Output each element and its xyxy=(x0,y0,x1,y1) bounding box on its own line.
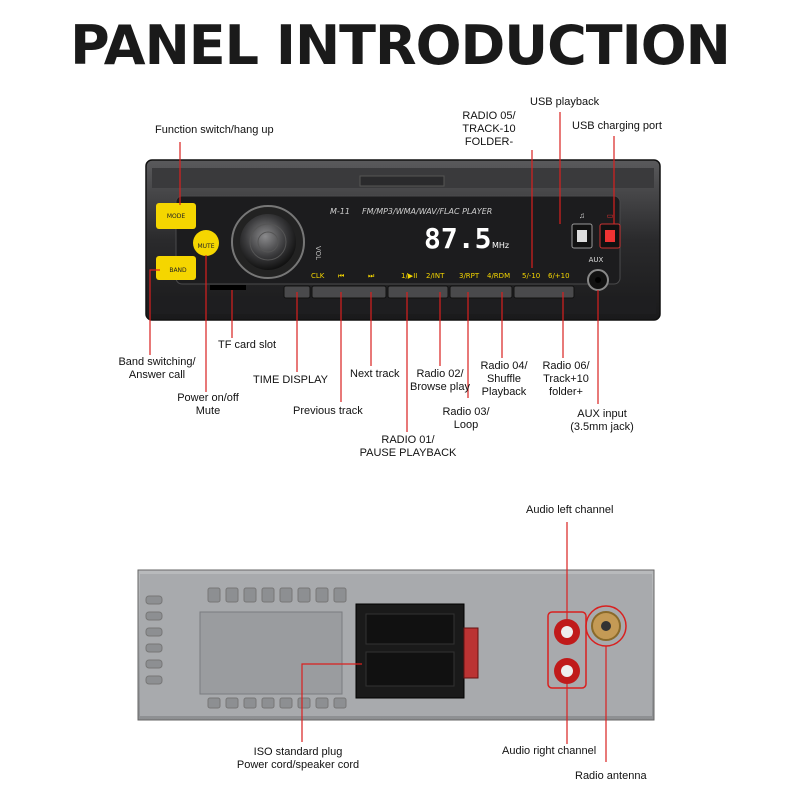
mute-label: MUTE xyxy=(197,243,214,250)
b1-label: 1/▶II xyxy=(401,272,417,280)
button-5-6[interactable] xyxy=(513,285,575,299)
iso-connector[interactable] xyxy=(355,603,479,699)
antenna-jack[interactable] xyxy=(591,611,621,641)
audio-left-label: Audio left channel xyxy=(526,504,614,516)
band-button[interactable]: BAND xyxy=(156,256,196,280)
audio-right-jack[interactable] xyxy=(554,658,580,684)
music-note-icon: ♫ xyxy=(579,211,585,220)
aux-input-label: AUX input (3.5mm jack) xyxy=(564,408,640,434)
b6-label: 6/+10 xyxy=(548,272,570,280)
tf-card-slot[interactable] xyxy=(210,285,246,290)
band-label: BAND xyxy=(169,267,187,274)
function-switch-label: Function switch/hang up xyxy=(155,124,274,136)
iso-plug-label: ISO standard plug Power cord/speaker cor… xyxy=(228,746,368,772)
radio05-line1: RADIO 05/ xyxy=(462,110,516,122)
usb-charging-label: USB charging port xyxy=(572,120,662,132)
band-line1: Band switching/ xyxy=(118,356,196,368)
power-label: Power on/off Mute xyxy=(168,392,248,418)
button-3-4[interactable] xyxy=(449,285,513,299)
usb-playback-port[interactable] xyxy=(571,223,593,249)
radio04-line1: Radio 04/ xyxy=(480,360,528,372)
radio06-line3: folder+ xyxy=(549,386,583,398)
radio01-line1: RADIO 01/ xyxy=(381,434,435,446)
radio03-line2: Loop xyxy=(453,419,479,431)
radio02-line1: Radio 02/ xyxy=(416,368,464,380)
radio05-line2: TRACK-10 xyxy=(462,123,516,135)
b2-label: 2/INT xyxy=(426,272,445,280)
aux-line1: AUX input xyxy=(577,408,627,420)
battery-icon: ▭ xyxy=(607,213,614,220)
tf-card-label: TF card slot xyxy=(218,339,277,351)
time-display-label: TIME DISPLAY xyxy=(253,374,328,386)
radio06-line2: Track+10 xyxy=(543,373,589,385)
player-text: FM/MP3/WMA/WAV/FLAC PLAYER xyxy=(362,207,492,216)
power-mute-button[interactable]: MUTE xyxy=(193,230,219,256)
power-line1: Power on/off xyxy=(177,392,239,404)
iso-line2: Power cord/speaker cord xyxy=(236,759,360,771)
radio04-line3: Playback xyxy=(481,386,527,398)
b4-label: 4/RDM xyxy=(487,272,510,280)
aux-label: AUX xyxy=(589,256,604,264)
usb-playback-label: USB playback xyxy=(530,96,600,108)
model-text: M-11 xyxy=(330,207,350,216)
button-1-2[interactable] xyxy=(387,285,449,299)
mode-label: MODE xyxy=(167,213,186,220)
audio-right-label: Audio right channel xyxy=(502,745,597,757)
volume-knob[interactable] xyxy=(231,205,305,279)
band-line2: Answer call xyxy=(128,369,186,381)
clk-label: CLK xyxy=(311,272,325,280)
band-switch-label: Band switching/ Answer call xyxy=(112,356,202,382)
radio05-line3: FOLDER- xyxy=(464,136,514,148)
previous-track-label: Previous track xyxy=(293,405,363,417)
radio02-line2: Browse play xyxy=(410,381,470,393)
lcd-frequency: 87.5 xyxy=(424,222,491,255)
prev-next-button[interactable] xyxy=(311,285,387,299)
next-label: ⏭ xyxy=(368,272,375,280)
next-track-label: Next track xyxy=(350,368,400,380)
iso-line1: ISO standard plug xyxy=(253,746,343,758)
radio06-line1: Radio 06/ xyxy=(542,360,590,372)
radio03-line1: Radio 03/ xyxy=(442,406,490,418)
page-title: PANEL INTRODUCTION xyxy=(70,14,731,77)
prev-label: ⏮ xyxy=(338,272,344,280)
b3-label: 3/RPT xyxy=(459,272,480,280)
radio04-line2: Shuffle xyxy=(486,373,522,385)
aux-jack[interactable] xyxy=(587,269,609,291)
power-line2: Mute xyxy=(195,405,221,417)
mode-button[interactable]: MODE xyxy=(156,203,196,229)
front-callouts xyxy=(149,112,615,432)
radio05-label: RADIO 05/ TRACK-10 FOLDER- xyxy=(454,110,524,149)
rear-callouts xyxy=(301,522,607,762)
vol-label: VOL xyxy=(314,246,322,260)
radio-antenna-label: Radio antenna xyxy=(575,770,647,782)
lcd-unit: MHz xyxy=(492,241,509,250)
aux-line2: (3.5mm jack) xyxy=(570,421,634,433)
radio06-label: Radio 06/ Track+10 folder+ xyxy=(536,360,596,399)
radio02-label: Radio 02/ Browse play xyxy=(404,368,476,394)
b5-label: 5/-10 xyxy=(522,272,540,280)
usb-charging-port[interactable] xyxy=(599,223,621,249)
radio01-line2: PAUSE PLAYBACK xyxy=(359,447,457,459)
radio04-label: Radio 04/ Shuffle Playback xyxy=(474,360,534,399)
audio-left-jack[interactable] xyxy=(554,619,580,645)
radio03-label: Radio 03/ Loop xyxy=(436,406,496,432)
radio01-label: RADIO 01/ PAUSE PLAYBACK xyxy=(358,434,458,460)
